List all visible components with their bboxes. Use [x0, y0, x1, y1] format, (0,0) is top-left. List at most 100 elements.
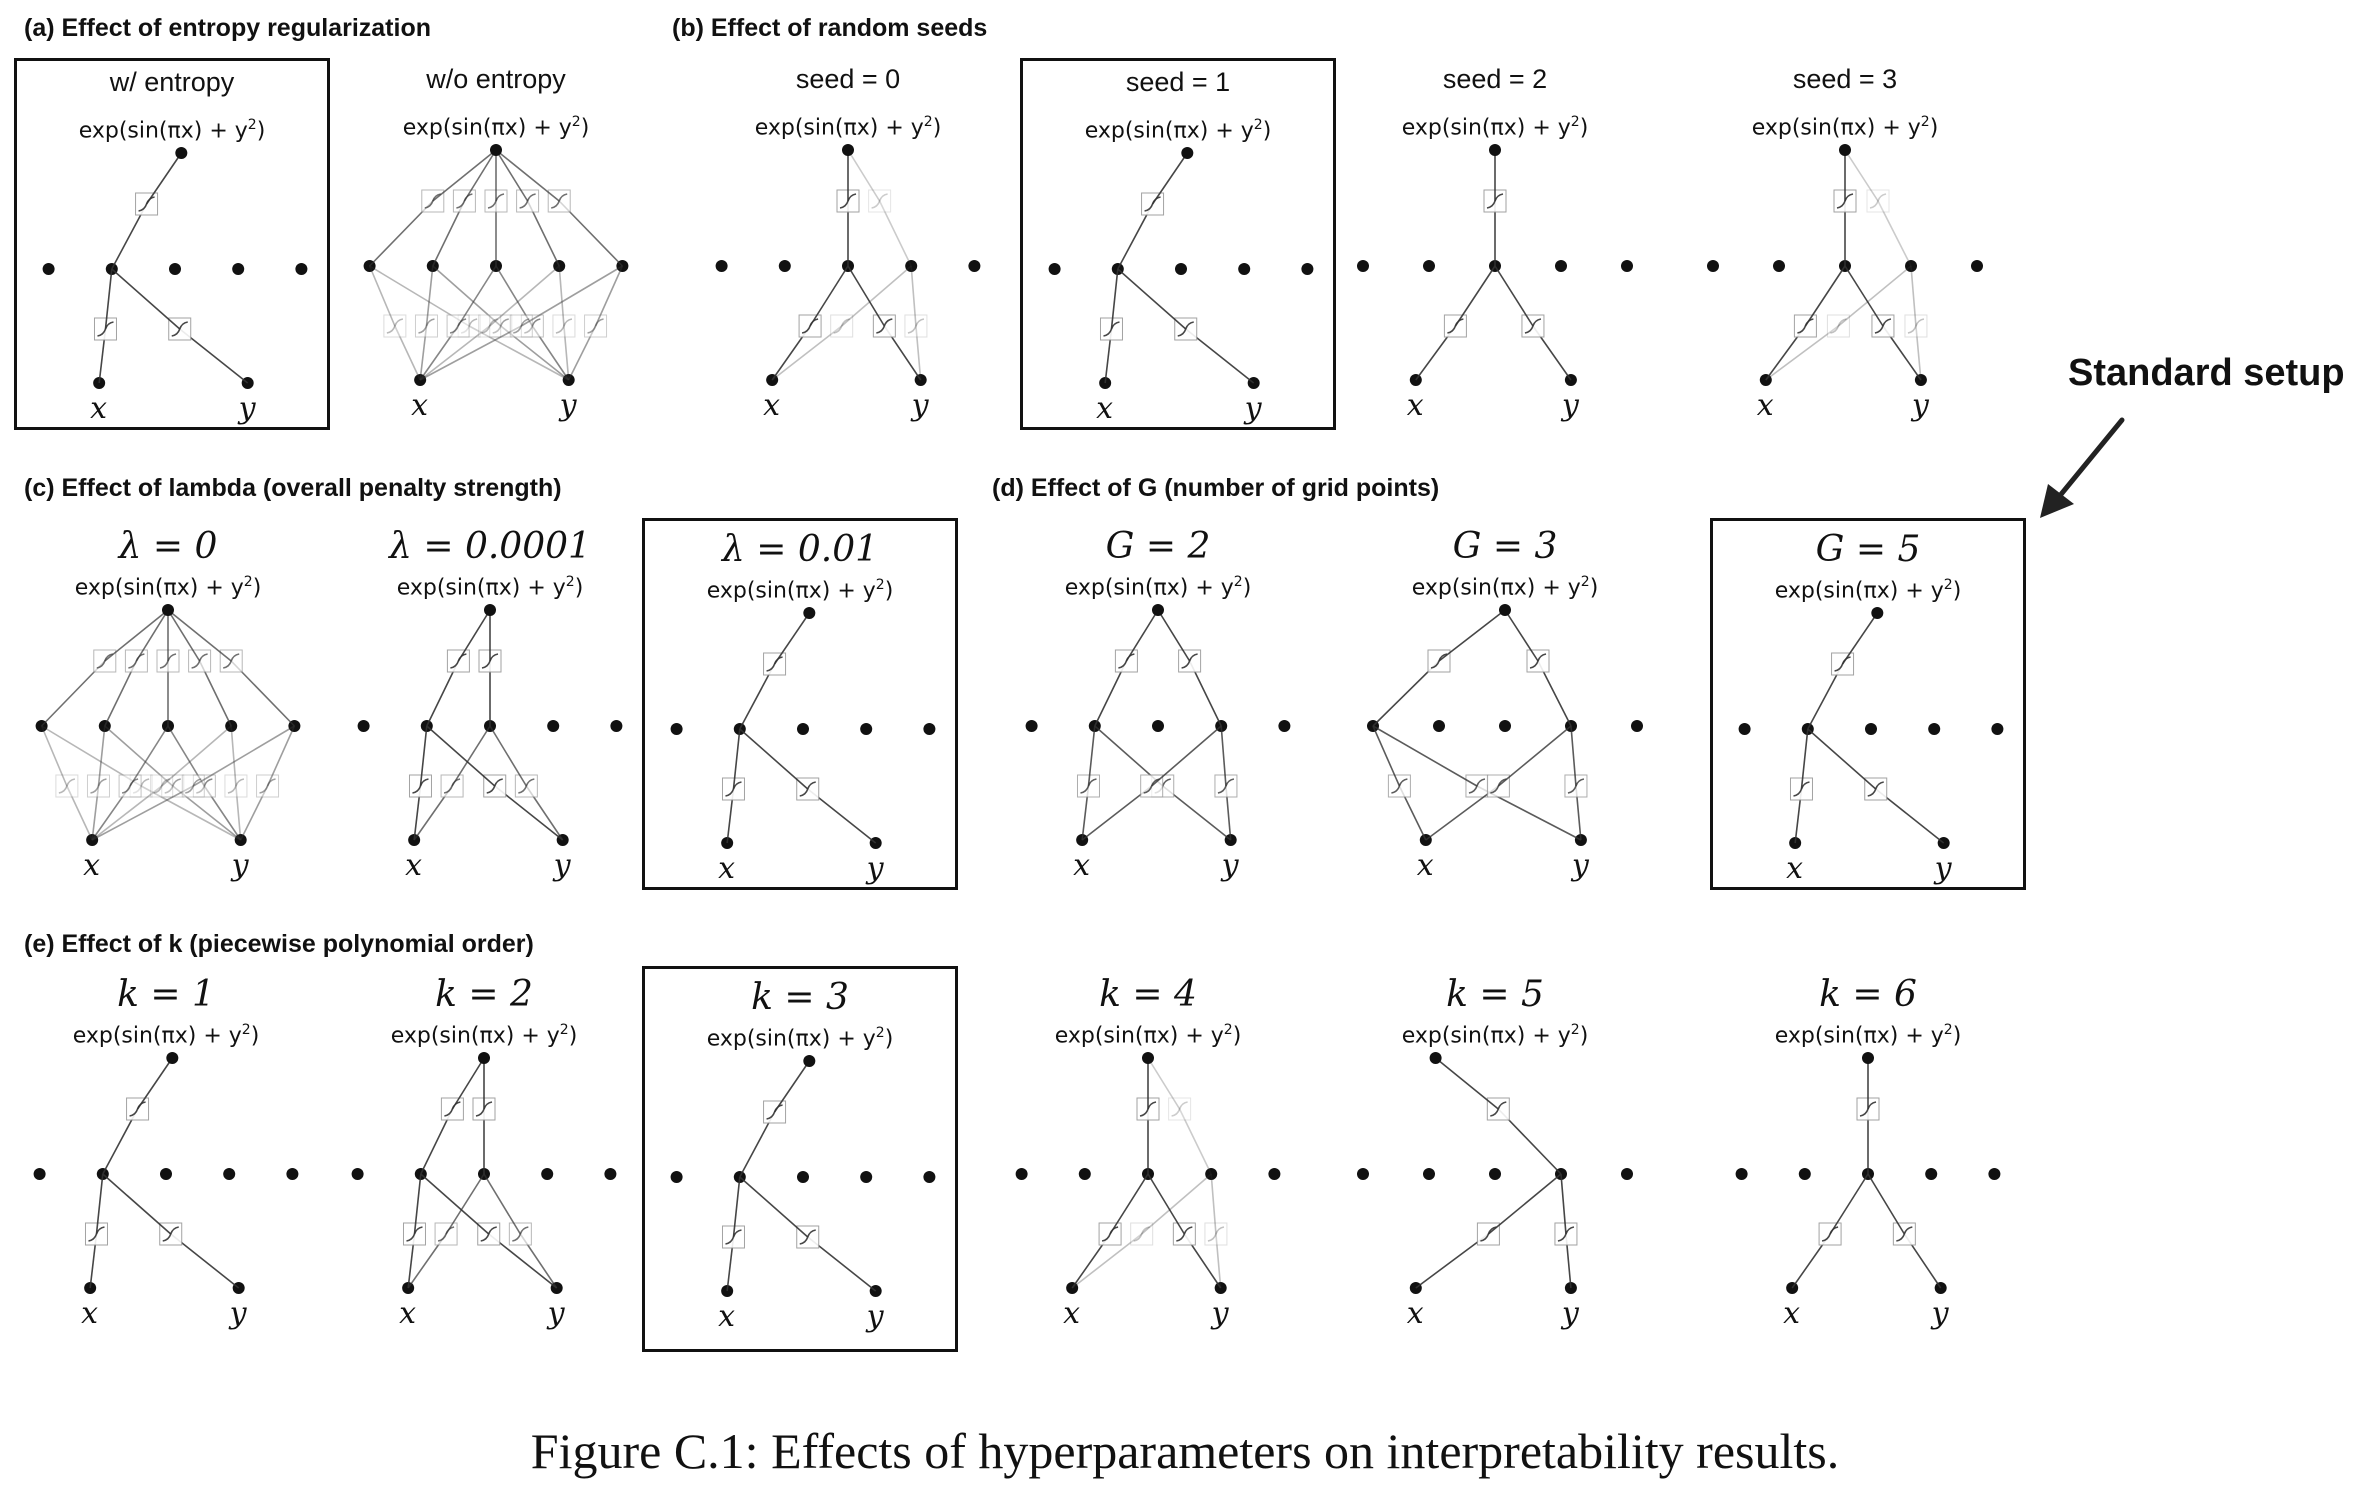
input-node-y: [1574, 834, 1587, 846]
edge: [1220, 725, 1227, 787]
edge: [1151, 725, 1222, 787]
panel-title: k = 3: [751, 977, 849, 1018]
input-label-y: y: [911, 388, 929, 423]
output-formula: exp(sin(πx) + y2): [1713, 577, 2023, 603]
edge: [91, 785, 163, 841]
formula-exponent: 2: [875, 577, 885, 593]
edge: [773, 1060, 810, 1113]
edge: [95, 1173, 104, 1235]
kan-network-diagram: [42, 147, 308, 389]
input-label-y: y: [1911, 388, 1929, 423]
edge: [135, 609, 169, 662]
hidden-node: [1928, 723, 1941, 735]
output-node: [1871, 607, 1884, 619]
edge: [192, 725, 295, 787]
edge: [97, 725, 106, 787]
kan-network-diagram: [715, 144, 981, 386]
activation-icon: [584, 314, 608, 338]
output-formula: exp(sin(πx) + y2): [326, 1022, 642, 1048]
input-label-x: x: [1756, 388, 1774, 423]
activation-icon: [414, 314, 438, 338]
edge: [111, 268, 181, 330]
hidden-node: [426, 260, 439, 272]
edge: [1494, 265, 1534, 327]
input-label-y: y: [229, 1296, 247, 1331]
formula-exponent: 2: [1943, 577, 1953, 593]
output-formula: exp(sin(πx) + y2): [8, 1022, 324, 1048]
edge: [102, 1173, 172, 1235]
panel-title: k = 4: [1099, 974, 1197, 1015]
formula-base: exp(sin(πx) + y: [396, 575, 566, 601]
hidden-node: [670, 1171, 683, 1183]
activation-icon: [830, 314, 854, 338]
output-formula: exp(sin(πx) + y2): [690, 114, 1006, 140]
edge: [1910, 265, 1917, 327]
hidden-node: [1773, 260, 1785, 272]
edge: [520, 265, 623, 327]
formula-exponent: 2: [243, 574, 253, 590]
hidden-node: [1078, 1168, 1091, 1180]
formula-close: ): [250, 1023, 260, 1049]
formula-exponent: 2: [241, 1022, 251, 1038]
edge: [1867, 1173, 1906, 1235]
formula-close: ): [1589, 575, 1599, 601]
edge: [419, 325, 428, 381]
formula-close: ): [1579, 115, 1589, 141]
formula-base: exp(sin(πx) + y: [1774, 578, 1944, 604]
hidden-node: [778, 260, 791, 272]
input-label-x: x: [1406, 1296, 1424, 1331]
input-label-x: x: [90, 391, 108, 426]
section-title-e: (e) Effect of k (piecewise polynomial or…: [24, 930, 534, 958]
kan-network-diagram: [670, 1055, 936, 1297]
formula-close: ): [1242, 575, 1252, 601]
edge: [425, 265, 434, 327]
hidden-node: [860, 1171, 873, 1183]
hidden-node: [169, 263, 181, 275]
output-node: [803, 1055, 816, 1067]
hidden-node: [1499, 720, 1511, 732]
input-label-x: x: [1063, 1296, 1081, 1331]
input-label-y: y: [559, 388, 577, 423]
hidden-node: [1925, 1168, 1938, 1180]
formula-exponent: 2: [923, 114, 933, 130]
edge: [739, 1176, 809, 1238]
kan-network-diagram: [1735, 1052, 2001, 1294]
edge: [483, 1173, 522, 1235]
input-label-y: y: [231, 848, 249, 883]
formula-exponent: 2: [1943, 1022, 1953, 1038]
edge: [594, 265, 624, 327]
edge: [419, 325, 491, 381]
hidden-node: [223, 1168, 236, 1180]
output-formula: exp(sin(πx) + y2): [1710, 1022, 2026, 1048]
hidden-node: [923, 1171, 936, 1183]
hidden-node: [351, 1168, 364, 1180]
activation-icon: [509, 314, 533, 338]
edge: [1804, 265, 1846, 327]
edge: [1837, 265, 1912, 327]
input-label-y: y: [1244, 391, 1262, 426]
edge: [495, 265, 534, 327]
input-label-y: y: [238, 391, 256, 426]
edge: [567, 325, 597, 381]
edge: [239, 785, 269, 841]
hidden-node: [1621, 260, 1633, 272]
edge: [489, 725, 528, 787]
formula-close: ): [1262, 118, 1272, 144]
edge: [1141, 1173, 1212, 1235]
hidden-node: [1278, 720, 1291, 732]
standard-setup-arrow: [2040, 417, 2125, 518]
formula-exponent: 2: [559, 1022, 569, 1038]
activation-icon: [1486, 1097, 1510, 1121]
output-formula: exp(sin(πx) + y2): [990, 1022, 1306, 1048]
edge: [500, 325, 570, 381]
hidden-node: [553, 260, 566, 272]
hidden-node: [1971, 260, 1983, 272]
activation-icon: [904, 314, 928, 338]
kan-network-diagram: [1367, 604, 1643, 846]
